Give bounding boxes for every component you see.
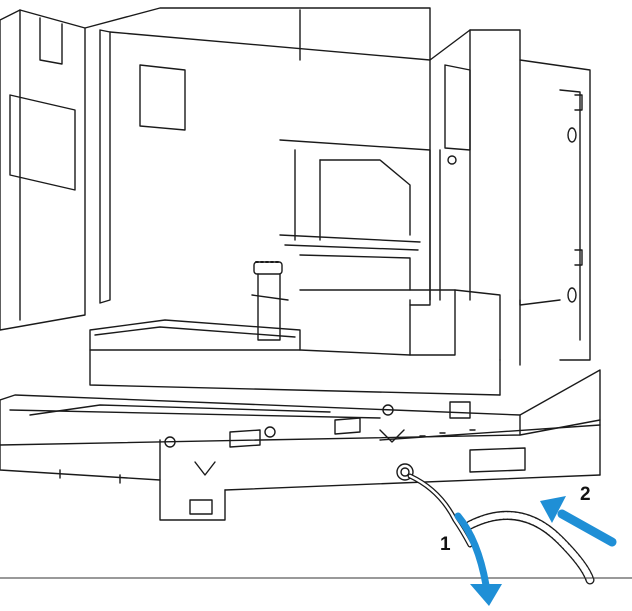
callout-2: 2 xyxy=(580,484,591,505)
arrow-2-push xyxy=(540,496,617,547)
arrow-1-flow xyxy=(454,512,502,606)
callout-1: 1 xyxy=(440,534,451,555)
tray xyxy=(0,369,601,521)
inner-platform xyxy=(89,319,501,396)
waste-hose xyxy=(465,510,595,585)
central-tower xyxy=(279,139,501,361)
vial-knob xyxy=(251,261,289,341)
